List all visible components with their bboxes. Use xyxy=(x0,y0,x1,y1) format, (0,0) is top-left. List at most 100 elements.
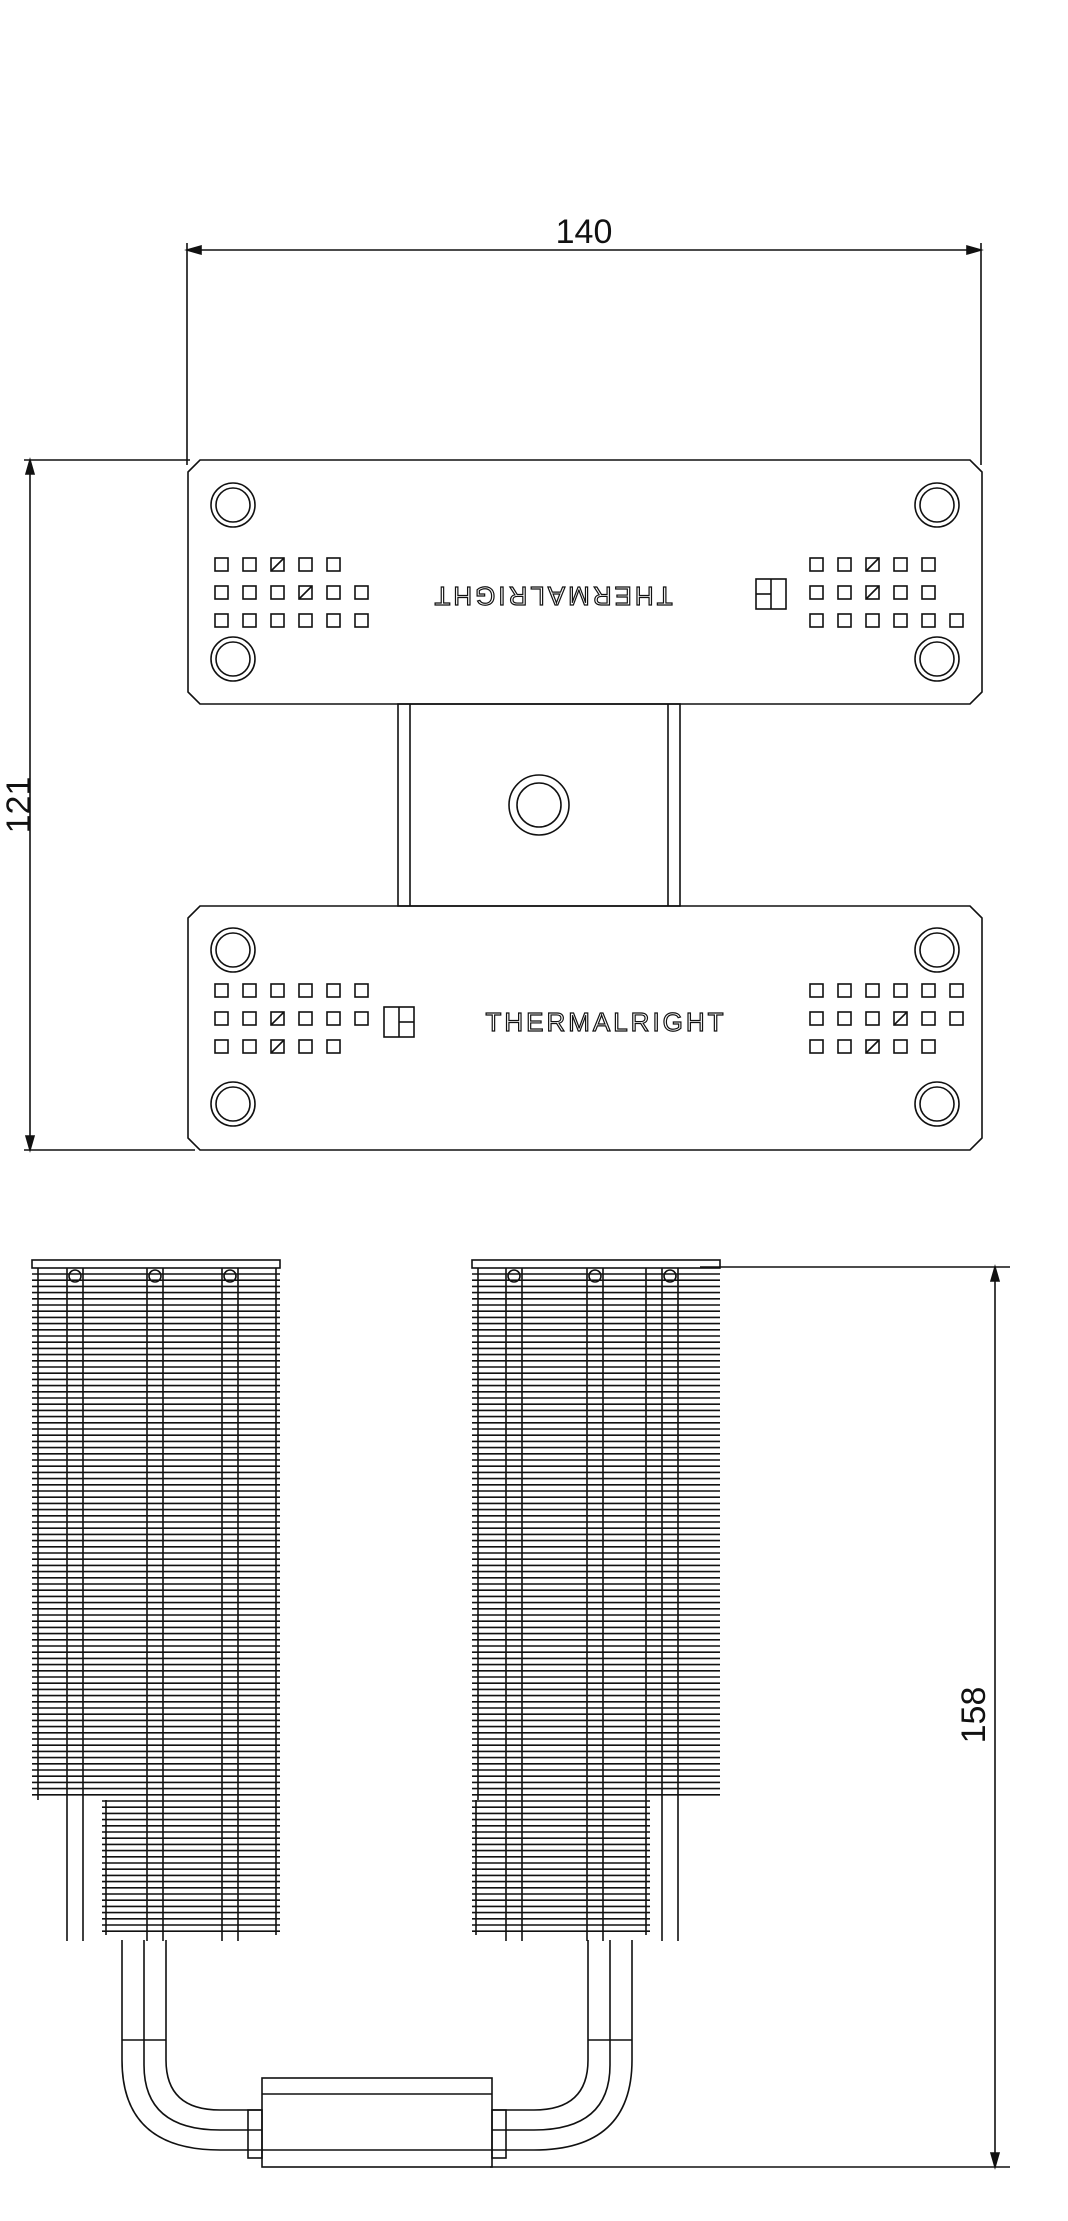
vent-square xyxy=(809,613,824,628)
dim-height-label: 121 xyxy=(0,777,38,834)
fin-stack-right xyxy=(471,1259,721,1941)
vent-square xyxy=(270,585,285,600)
vent-square xyxy=(298,1039,313,1054)
vent-square xyxy=(326,613,341,628)
vent-square xyxy=(893,983,908,998)
vent-square xyxy=(354,1011,369,1026)
vent-square xyxy=(298,613,313,628)
vent-square xyxy=(865,1039,880,1054)
vent-square xyxy=(809,1039,824,1054)
vent-square xyxy=(809,557,824,572)
vent-square xyxy=(837,557,852,572)
dim-arrow-left xyxy=(184,244,202,256)
vent-square xyxy=(809,585,824,600)
vent-square xyxy=(837,585,852,600)
pipe-end-icon xyxy=(223,1269,237,1283)
fin-stack-left xyxy=(31,1259,281,1941)
vent-square xyxy=(214,983,229,998)
pipe-end-icon xyxy=(148,1269,162,1283)
mount-hole-icon xyxy=(914,482,960,528)
heatpipe-assembly xyxy=(121,1940,633,2168)
vent-grid-upper-left xyxy=(214,557,369,628)
mount-hole-icon xyxy=(210,636,256,682)
vent-square xyxy=(809,983,824,998)
vent-square xyxy=(214,1039,229,1054)
brand-name-lower: THERMALRIGHT xyxy=(485,1007,726,1037)
pipe-end-icon xyxy=(68,1269,82,1283)
heatpipe-left-outer xyxy=(121,1940,262,2151)
vent-square xyxy=(921,613,936,628)
vent-square xyxy=(865,613,880,628)
vent-square xyxy=(865,1011,880,1026)
vent-grid-lower-right xyxy=(809,983,964,1054)
plate-outline-lower xyxy=(187,905,983,1151)
vent-square xyxy=(242,1039,257,1054)
vent-square xyxy=(270,1011,285,1026)
vent-square xyxy=(893,557,908,572)
dim-arrow-top xyxy=(24,457,36,475)
cold-plate-base xyxy=(261,2077,493,2168)
vent-square xyxy=(298,585,313,600)
vent-square xyxy=(893,585,908,600)
thermalright-logo-icon xyxy=(383,1006,415,1038)
vent-square xyxy=(809,1011,824,1026)
vent-grid-upper-right xyxy=(809,557,964,628)
dim-width-label: 140 xyxy=(556,213,613,251)
vent-square xyxy=(298,1011,313,1026)
brand-name-upper: THERMALRIGHT xyxy=(431,581,672,611)
dimension-height-top: 121 xyxy=(0,457,195,1153)
dim-arrow-bottom xyxy=(24,1135,36,1153)
mount-hole-icon xyxy=(210,482,256,528)
vent-square xyxy=(921,1011,936,1026)
vent-square xyxy=(949,1011,964,1026)
vent-square xyxy=(298,557,313,572)
vent-square xyxy=(354,613,369,628)
vent-square xyxy=(326,585,341,600)
pipe-end-icon xyxy=(588,1269,602,1283)
mount-hole-icon xyxy=(914,1081,960,1127)
vent-square xyxy=(837,983,852,998)
top-plate-lower: THERMALRIGHT xyxy=(187,905,983,1151)
vent-square xyxy=(893,1039,908,1054)
vent-square xyxy=(270,1039,285,1054)
mount-hole-icon xyxy=(914,636,960,682)
vent-square xyxy=(893,613,908,628)
vent-square xyxy=(270,557,285,572)
vent-square xyxy=(242,557,257,572)
pipe-end-icon xyxy=(507,1269,521,1283)
plate-outline-upper xyxy=(187,459,983,705)
heatpipe-right-outer xyxy=(492,1940,633,2151)
center-bridge xyxy=(397,703,681,907)
dim-side-label: 158 xyxy=(955,1687,993,1744)
vent-square xyxy=(921,557,936,572)
heatpipe-right-inner xyxy=(492,1940,589,2111)
vent-square xyxy=(214,613,229,628)
top-cap xyxy=(31,1259,281,1269)
vent-square xyxy=(242,585,257,600)
vent-square xyxy=(893,1011,908,1026)
mount-hole-icon xyxy=(210,1081,256,1127)
vent-square xyxy=(242,1011,257,1026)
dimension-width: 140 xyxy=(184,213,984,465)
vent-square xyxy=(354,585,369,600)
dimension-height-side: 158 xyxy=(490,1264,1010,2170)
top-plate-upper: THERMALRIGHT xyxy=(187,459,983,705)
bridge-outline xyxy=(397,703,681,907)
pipe-end-icon xyxy=(663,1269,677,1283)
vent-grid-lower-left xyxy=(214,983,369,1054)
vent-square xyxy=(298,983,313,998)
vent-square xyxy=(921,983,936,998)
top-cap xyxy=(471,1259,721,1269)
vent-square xyxy=(865,585,880,600)
vent-square xyxy=(865,983,880,998)
vent-square xyxy=(326,1039,341,1054)
vent-square xyxy=(326,1011,341,1026)
vent-square xyxy=(837,1039,852,1054)
vent-square xyxy=(949,613,964,628)
mount-hole-icon xyxy=(914,927,960,973)
center-screw-icon xyxy=(508,774,570,836)
dim-arrow-right xyxy=(966,244,984,256)
vent-square xyxy=(326,983,341,998)
dim-side-arrow-bottom xyxy=(989,2152,1001,2170)
